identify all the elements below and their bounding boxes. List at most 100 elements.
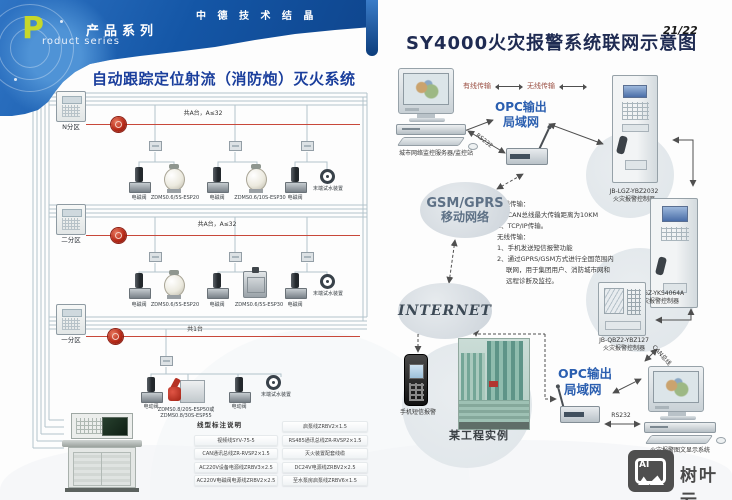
ai-badge-text: AI [639,460,650,470]
zone-label: 一分区 [61,336,81,344]
note-line: 2、TCP/IP传输。 [497,222,548,230]
junction-box [160,356,173,366]
mouse [716,437,726,444]
cabinet-buttons [622,102,649,120]
gsm-modem [506,148,548,165]
cabinet-buttons [661,227,689,241]
mobile-network-label: 移动网络 [440,209,489,224]
end-test-device [320,274,335,289]
device-label: ZDMS0.8/20S-ESP50或 [157,407,215,413]
legend-item: DC24V电源线ZRBV2×2.5 [282,462,368,473]
device-label: 电磁阀 [131,195,147,201]
solenoid-valve [129,167,151,193]
legend-item: 启泵线ZRBV2×1.5 [282,421,368,432]
legend-item: AC220V电磁阀电源线ZRBV2×2.5 [194,475,278,486]
building-photo [458,338,530,430]
building-sign [489,381,498,387]
cabinet1-model-label: JB-LGZ-YBZ2032 [609,188,659,195]
electric-valve [141,377,163,403]
panel3-type-label: 火灾报警控制器 [602,345,645,352]
fire-monitor-device [243,267,267,298]
right-diagram-title: SY4000火灾报警系统联网示意图 [406,33,698,54]
device-label: 电磁阀 [209,195,225,201]
end-test-device [266,375,281,390]
handset-icon [615,135,629,155]
fire-monitor-device [245,164,267,193]
monitor-base [409,118,445,122]
fire-alarm-cabinet-2 [650,198,698,308]
server-label: 城市网络监控服务器/监控站 [398,150,474,157]
junction-box [301,141,314,151]
device-label: ZDMS0.6/5S-ESP30 [234,302,284,308]
system-unit [396,124,466,135]
fire-alarm-wall-panel [598,282,646,336]
transmission-notes: 有线传输： 1、CAN总线最大传输距离为10KM 2、TCP/IP传输。 无线传… [497,199,615,287]
internet-label: INTERNET [398,303,492,319]
zone-qty-label: 共1台 [187,326,203,333]
panel-buttons [627,289,641,315]
console-base [65,488,139,492]
legend-item: RS485通讯总线ZR-RVSP2×1.5 [282,435,368,446]
image-frame-icon [635,458,666,484]
device-label: ZDMS0.8/30S-ESP55 [160,413,212,419]
building-label: 某工程实例 [449,429,509,442]
gsm-label: GSM/GPRS [426,195,504,211]
fire-monitor-device [163,270,185,299]
keyboard [396,137,466,146]
legend-item: AC220V设备电源线ZRBV3×2.5 [194,462,278,473]
rs232-label: RS232 [611,412,631,419]
legend-item: CAN通讯总线ZR-RVSP2×1.5 [194,448,278,459]
watermark-badge: AI [628,450,674,492]
phone-keypad [409,383,424,401]
handset-icon [654,256,668,276]
end-test-device [320,169,335,184]
lan-label: 局域网 [564,382,602,397]
solenoid-valve [129,273,151,299]
note-line: 有线传输： [497,200,530,208]
monitor-stand [417,114,435,118]
device-label: 电动阀 [143,404,159,410]
zone-controller-panel [56,304,86,335]
note-line: 1、手机发送短信报警功能 [497,244,573,252]
fire-alarm-cabinet-1 [612,75,658,183]
zone-label: N分区 [62,123,80,131]
cabinet-module [663,283,687,293]
cabinet-module [622,124,649,132]
legend-title: 线型标注说明 [197,421,242,429]
fire-control-console [62,412,142,492]
cabinet2-model-label: JB-LGZ-YKS4064A [631,290,685,297]
gsm-gprs-cloud: GSM/GPRS 移动网络 [420,182,510,238]
cabinet-module [625,160,647,170]
device-label: 电磁阀 [131,302,147,308]
fire-monitor-device [163,164,185,193]
mouse [468,143,478,150]
solenoid-valve [285,167,307,193]
page-number: 21/22 [663,24,698,37]
device-label: 末端试水装置 [312,186,343,192]
gsm-modem [560,406,600,423]
monitor-base [660,416,696,420]
phone-screen [409,364,424,379]
lan-label: 局域网 [503,115,540,129]
alarm-bell-icon [111,228,126,243]
junction-box [301,252,314,262]
zone-controller-panel [56,204,86,235]
watermark-brand: 树叶云 [680,466,718,500]
device-label: 电磁阀 [209,302,225,308]
note-line: 无线传输： [497,233,530,241]
panel-screen [604,288,624,314]
cabinet-screen [623,85,647,98]
double-arrow-icon [495,83,523,90]
electric-valve [229,377,251,403]
zone-qty-label: 共A台，A≤32 [197,221,237,228]
panel3-model-label: JB-QBZ2-YBZ127 [599,337,649,344]
legend-item: 至水泵房启泵线ZRBV6×1.5 [282,475,368,486]
zone-controller-panel [56,91,86,122]
wired-transmission-label: 有线传输 [463,82,491,90]
legend-item: 灭火装置配套线缆 [282,448,368,459]
console-panel [71,413,133,439]
solenoid-valve [207,273,229,299]
monitor-stand [668,412,686,416]
cabinet-screen [662,206,688,222]
